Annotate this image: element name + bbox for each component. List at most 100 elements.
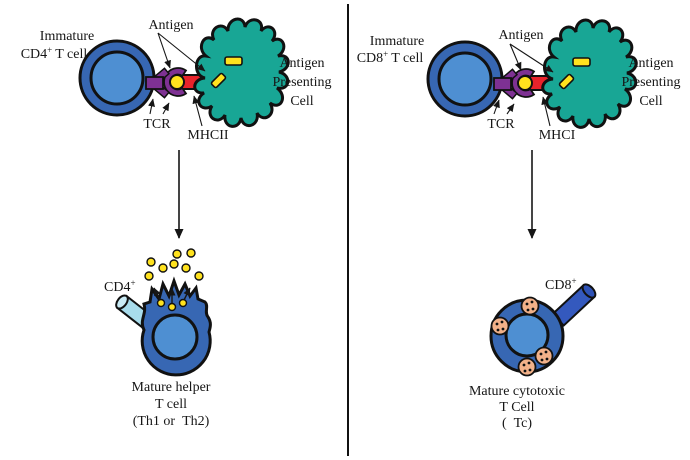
cell-name-base: CD4: [21, 47, 47, 62]
cd8-receptor-label: CD8+: [545, 276, 577, 293]
granule: [534, 346, 554, 366]
right-panel: Antigen TCR MHCI Immature CD8+T cell Ant…: [357, 18, 681, 431]
cd8-receptor-cap: [581, 283, 597, 299]
immature-cd8-assembly: [426, 18, 638, 129]
granule-body: [520, 296, 540, 316]
mature-helper-t-cell: CD4+: [104, 248, 212, 377]
tcr-pointer-line: [162, 102, 170, 115]
cytokine-dot: [172, 249, 182, 259]
apc-label-line1: Antigen: [628, 56, 673, 71]
apc-label-line3: Cell: [290, 94, 313, 109]
antigen-presenting-cell: [541, 18, 638, 129]
antigen-fragment: [169, 74, 185, 90]
cytokine-dot: [169, 259, 179, 269]
cytokine-dot: [146, 257, 156, 267]
tcr-pointer-line: [506, 103, 515, 115]
tcr-label: TCR: [487, 117, 515, 132]
tcr-annotation: TCR: [143, 98, 171, 132]
receptor-label-superscript: +: [130, 278, 135, 288]
granule-speck: [531, 307, 535, 311]
caption-line2: T cell: [155, 397, 187, 412]
mhc-annotation: MHCI: [539, 96, 576, 143]
receptor-label-base: CD8: [545, 278, 571, 293]
caption-line2: T Cell: [499, 400, 534, 415]
left-caption: Mature helper T cell (Th1 or Th2): [132, 380, 211, 429]
antigen-label: Antigen: [498, 28, 543, 43]
mhc-pointer-line: [192, 95, 203, 127]
antigen-pointer-line: [509, 43, 522, 71]
granule-speck: [544, 350, 548, 354]
antigen-inside-apc: [224, 56, 243, 66]
cell-name-superscript: +: [47, 45, 52, 55]
immature-cd4-t-cell: [78, 39, 156, 117]
cell-name-rest: T cell: [55, 47, 87, 62]
right-caption: Mature cytotoxic T Cell ( Tc): [469, 384, 565, 431]
cytokine-dot: [181, 263, 191, 273]
granule-speck: [500, 320, 504, 324]
cytokine-dot: [156, 298, 166, 308]
receptor-label-base: CD4: [104, 280, 130, 295]
cell-name-base: CD8: [357, 51, 383, 66]
cell-name-superscript: +: [383, 49, 388, 59]
granule-body: [517, 357, 537, 377]
apc-body: [541, 18, 638, 129]
cd4-receptor-cap: [115, 294, 129, 310]
immature-cell-label-line1: Immature: [370, 34, 424, 49]
cytokine-dot: [167, 302, 177, 312]
granule: [517, 357, 537, 377]
apc-label: Antigen Presenting Cell: [621, 56, 680, 109]
mhc-label: MHCI: [539, 128, 576, 143]
granule-speck: [539, 352, 543, 356]
granule-speck: [526, 308, 530, 312]
granule: [490, 316, 510, 336]
tcr-pointer-line: [493, 99, 500, 115]
granule-speck: [530, 300, 534, 304]
granule: [520, 296, 540, 316]
granule-speck: [496, 328, 500, 332]
helper-cell-nucleus: [151, 313, 199, 361]
cytokine-dot: [178, 298, 188, 308]
secretion-arrow: [183, 287, 191, 301]
apc-label: Antigen Presenting Cell: [272, 56, 331, 109]
antigen-presenting-cell: [193, 17, 290, 128]
cytokine-dot: [194, 271, 204, 281]
immature-cell-label-line2: CD8+T cell: [357, 49, 424, 66]
secreted-cytokines: [144, 248, 204, 281]
cd4-receptor-label: CD4+: [104, 278, 136, 295]
antigen-pointer-line: [509, 43, 554, 73]
granule-speck: [501, 327, 505, 331]
tcr-stem: [493, 77, 512, 91]
caption-line3: (Th1 or Th2): [133, 414, 210, 429]
antigen-pointer-line: [157, 32, 171, 69]
apc-label-line2: Presenting: [621, 75, 680, 90]
mhc-pointer-line: [541, 96, 551, 127]
tcr-pointer-line: [148, 98, 155, 115]
immature-cell-label-line2: CD4+T cell: [21, 45, 88, 62]
receptor-label-superscript: +: [571, 276, 576, 286]
antigen-annotation: Antigen: [148, 18, 206, 72]
tcr-stem: [145, 76, 164, 90]
apc-label-line1: Antigen: [279, 56, 324, 71]
immature-cell-label-line1: Immature: [40, 29, 94, 44]
granule-speck: [527, 361, 531, 365]
caption-line1: Mature cytotoxic: [469, 384, 565, 399]
antigen-label: Antigen: [148, 18, 193, 33]
t-cell-nucleus: [437, 51, 493, 107]
mhc-annotation: MHCII: [187, 95, 229, 143]
granule-speck: [495, 322, 499, 326]
antigen-fragment: [517, 75, 533, 91]
granule-body: [490, 316, 510, 336]
antigen-inside-apc: [572, 57, 591, 67]
secretion-arrow: [153, 287, 161, 301]
tcr-receptor: [493, 68, 536, 100]
cell-name-rest: T cell: [391, 51, 423, 66]
cytotoxic-granules: [490, 296, 554, 377]
mhc-label: MHCII: [187, 128, 229, 143]
apc-label-line2: Presenting: [272, 75, 331, 90]
left-panel: Antigen TCR MHCII Immature CD4+T cell An…: [21, 17, 332, 429]
mature-cytotoxic-t-cell: CD8+: [489, 276, 597, 377]
granule-body: [534, 346, 554, 366]
caption-line3: ( Tc): [502, 416, 532, 431]
